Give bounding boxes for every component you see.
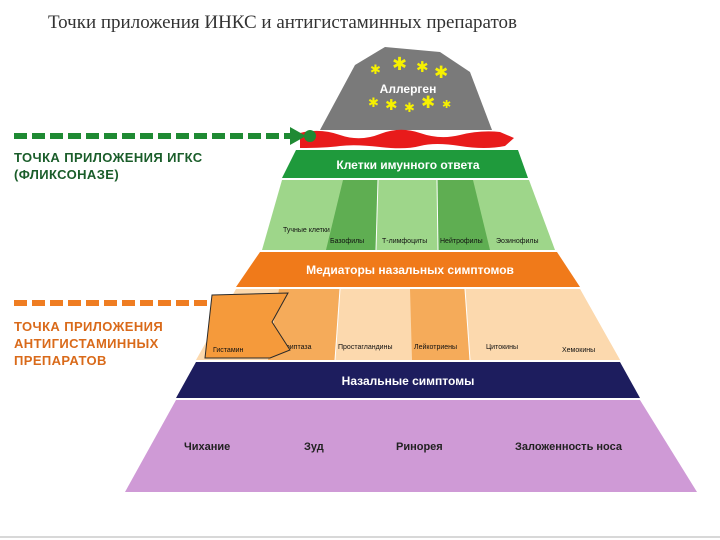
immune-cells-label: Клетки имунного ответа: [336, 158, 480, 172]
igks-label-line-2: (ФЛИКСОНАЗЕ): [14, 167, 120, 182]
cell-label-tlymph: Т-лимфоциты: [382, 238, 427, 245]
ah-label-line-1: ТОЧКА ПРИЛОЖЕНИЯ: [14, 319, 164, 334]
cell-column-basophils: [326, 180, 378, 250]
nasal-symptoms-label: Назальные симптомы: [342, 374, 475, 388]
page-title: Точки приложения ИНКС и антигистаминных …: [48, 12, 517, 33]
mediator-label-leukotrienes: Лейкотриены: [414, 343, 457, 351]
antihistamine-label: ТОЧКА ПРИЛОЖЕНИЯ АНТИГИСТАМИННЫХ ПРЕПАРА…: [14, 318, 214, 369]
svg-text:✱: ✱: [370, 62, 381, 77]
nasal-symptoms-tier: [176, 362, 640, 398]
svg-text:✱: ✱: [392, 54, 407, 74]
mediator-label-prostaglandins: Простагландины: [338, 344, 392, 351]
igks-label: ТОЧКА ПРИЛОЖЕНИЯ ИГКС (ФЛИКСОНАЗЕ): [14, 149, 264, 183]
cell-label-neutrophils: Нейтрофилы: [440, 237, 483, 245]
mediator-column-leukotrienes: [410, 289, 470, 360]
symptom-label-itch: Зуд: [304, 441, 324, 453]
allergen-tier: [320, 47, 492, 130]
cell-label-mast: Тучные клетки: [283, 227, 330, 234]
mediator-column-tryptase: [268, 289, 340, 360]
ah-label-line-2: АНТИГИСТАМИННЫХ: [14, 336, 159, 351]
mediator-column-chemokines: [525, 289, 620, 360]
mediators-tier: [236, 252, 580, 287]
svg-text:✱: ✱: [434, 63, 448, 82]
allergen-stars: ✱ ✱ ✱ ✱ ✱ ✱ ✱ ✱ ✱: [368, 54, 451, 115]
mediator-label-tryptase: Триптаза: [282, 344, 312, 351]
mediator-label-cytokines: Цитокины: [486, 344, 518, 351]
bottom-divider: [0, 536, 720, 538]
svg-text:✱: ✱: [385, 97, 398, 114]
symptom-label-sneezing: Чихание: [184, 441, 230, 453]
allergen-label: Аллерген: [380, 82, 437, 96]
svg-text:✱: ✱: [368, 95, 379, 110]
svg-text:✱: ✱: [442, 99, 451, 111]
ah-label-line-3: ПРЕПАРАТОВ: [14, 353, 107, 368]
igks-label-line-1: ТОЧКА ПРИЛОЖЕНИЯ ИГКС: [14, 150, 203, 165]
svg-text:✱: ✱: [404, 100, 415, 115]
mediator-label-histamine: Гистамин: [213, 347, 244, 354]
mediators-label: Медиаторы назальных симптомов: [306, 263, 514, 277]
symptom-label-rhinorrhea: Ринорея: [396, 441, 443, 453]
histamine-block: [204, 292, 291, 359]
red-wave-band: [300, 129, 514, 149]
igks-arrow: [14, 127, 316, 145]
symptoms-tier: [125, 400, 697, 492]
cell-column-neutrophils: [437, 180, 490, 250]
svg-text:✱: ✱: [416, 59, 429, 76]
cell-label-eosinophils: Эозинофилы: [496, 238, 539, 245]
mediator-label-chemokines: Хемокины: [562, 347, 595, 354]
antihistamine-arrow: [14, 295, 228, 311]
svg-text:✱: ✱: [421, 93, 435, 112]
immune-cells-tier: [282, 150, 528, 178]
symptom-label-congestion: Заложенность носа: [515, 441, 623, 453]
cell-label-basophils: Базофилы: [330, 238, 364, 245]
